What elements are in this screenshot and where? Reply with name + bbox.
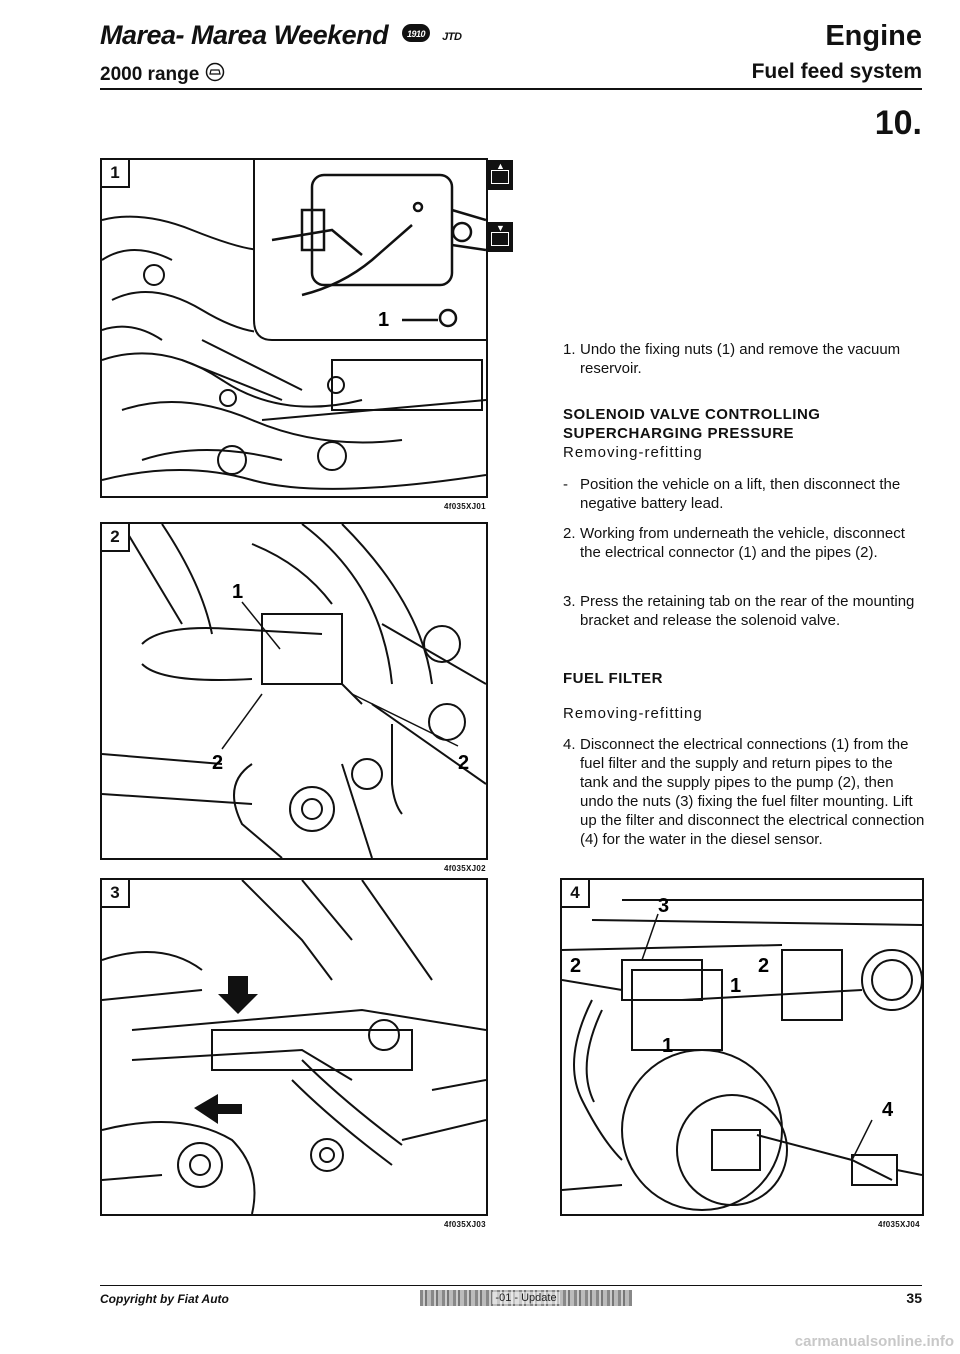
figure-3-code: 4f035XJ03 <box>444 1220 486 1229</box>
dash-step-text: Position the vehicle on a lift, then dis… <box>580 476 901 512</box>
step-2-text: Working from underneath the vehicle, dis… <box>580 525 905 561</box>
step-1-text: Undo the fixing nuts (1) and remove the … <box>580 341 901 377</box>
step-3-text: Press the retaining tab on the rear of t… <box>580 593 915 629</box>
step-2: 2. Working from underneath the vehicle, … <box>563 524 925 562</box>
step-3-number: 3. <box>563 593 576 610</box>
step-1-number: 1. <box>563 341 576 358</box>
figure-2-label-2b: 2 <box>458 752 469 774</box>
figure-1-number: 1 <box>102 160 130 188</box>
refit-icon: ▼ <box>487 222 513 252</box>
figure-4-number: 4 <box>562 880 590 908</box>
badge-text: 1910 <box>407 29 426 39</box>
dash-mark: - <box>563 476 568 493</box>
header-model-title: Marea- Marea Weekend 1910 JTD <box>100 20 462 52</box>
update-stamp: -01 - Update <box>420 1290 632 1306</box>
range-label: 2000 range <box>100 62 225 88</box>
footer-divider <box>100 1285 922 1286</box>
figure-1-drawing: 1 <box>102 160 486 490</box>
figure-4-code: 4f035XJ04 <box>878 1220 920 1229</box>
figure-2-code: 4f035XJ02 <box>444 864 486 873</box>
figure-4-label-1b: 1 <box>662 1035 673 1057</box>
section-subtitle: Fuel feed system <box>751 60 922 83</box>
figure-4-drawing: 3 2 2 1 1 4 <box>562 895 922 1211</box>
figure-3-drawing <box>102 880 486 1214</box>
figure-4-label-2b: 2 <box>758 955 769 977</box>
range-car-icon <box>205 62 225 88</box>
dash-step: - Position the vehicle on a lift, then d… <box>563 475 925 513</box>
step-4: 4. Disconnect the electrical connections… <box>563 735 925 849</box>
figure-4-label-1a: 1 <box>730 975 741 997</box>
step-3: 3. Press the retaining tab on the rear o… <box>563 592 925 630</box>
figure-4: 3 2 2 1 1 4 4 <box>560 878 924 1216</box>
figure-2-number: 2 <box>102 524 130 552</box>
figure-2-drawing: 1 2 2 <box>102 524 486 858</box>
figure-2-label-1: 1 <box>232 581 243 603</box>
step-4-text: Disconnect the electrical connections (1… <box>580 736 925 848</box>
solenoid-heading: SOLENOID VALVE CONTROLLING SUPERCHARGING… <box>563 406 821 442</box>
remove-icon: ▲ <box>487 160 513 190</box>
engine-badge-icon: 1910 <box>401 21 431 52</box>
step-1: 1. Undo the fixing nuts (1) and remove t… <box>563 340 925 378</box>
step-2-number: 2. <box>563 525 576 542</box>
figure-1: 1 1 <box>100 158 488 498</box>
engine-code: JTD <box>442 30 462 43</box>
figure-4-label-4: 4 <box>882 1099 894 1121</box>
step-4-number: 4. <box>563 736 576 753</box>
copyright: Copyright by Fiat Auto <box>100 1292 229 1306</box>
model-name: Marea- Marea Weekend <box>100 20 389 50</box>
figure-2-label-2a: 2 <box>212 752 223 774</box>
figure-4-label-3: 3 <box>658 895 669 917</box>
header-divider <box>100 88 922 90</box>
solenoid-subheading: Removing-refitting <box>563 444 703 461</box>
fuel-filter-heading: FUEL FILTER <box>563 670 663 687</box>
section-number: 10. <box>874 104 922 142</box>
fuel-filter-subheading: Removing-refitting <box>563 705 703 722</box>
figure-3-number: 3 <box>102 880 130 908</box>
section-title: Engine <box>825 20 922 52</box>
update-text: -01 - Update <box>492 1292 560 1304</box>
figure-1-label-1: 1 <box>378 309 389 331</box>
figure-3: 3 <box>100 878 488 1216</box>
page-number: 35 <box>906 1290 922 1306</box>
figure-4-label-2a: 2 <box>570 955 581 977</box>
watermark: carmanualsonline.info <box>794 1333 954 1350</box>
range-text: 2000 range <box>100 64 200 86</box>
figure-2: 1 2 2 2 <box>100 522 488 860</box>
figure-1-code: 4f035XJ01 <box>444 502 486 511</box>
